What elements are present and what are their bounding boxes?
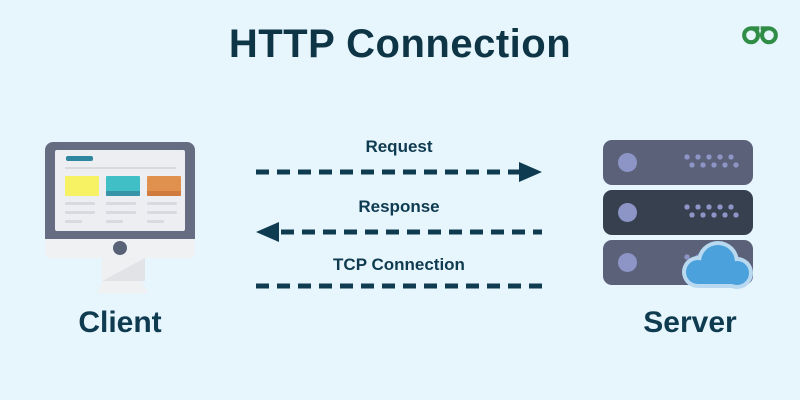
screen-text-line [147, 220, 164, 223]
server-vent-dots [684, 204, 739, 221]
screen-text-line [147, 211, 177, 214]
cloud-icon [682, 241, 753, 289]
screen-card-orange [147, 176, 181, 196]
geeksforgeeks-logo-icon [742, 26, 778, 45]
card-shadow-strip [147, 191, 181, 196]
server-led-circle [618, 153, 637, 172]
screen-text-line [106, 202, 136, 205]
screen-text-line [65, 211, 95, 214]
server-vent-dots [684, 154, 739, 171]
screen-divider [65, 167, 176, 169]
screen-text-line [147, 202, 177, 205]
server-label: Server [643, 306, 737, 339]
screen-card-teal [106, 176, 140, 196]
card-shadow-strip [106, 191, 140, 196]
monitor-camera-dot [113, 241, 127, 255]
screen-column [106, 176, 140, 223]
screen-text-line [65, 202, 95, 205]
flow-tcp-connection: TCP Connection [253, 254, 545, 291]
monitor-icon [45, 142, 195, 239]
server-led-circle [618, 203, 637, 222]
monitor-chin [45, 239, 195, 258]
screen-card-yellow [65, 176, 99, 196]
screen-text-line [106, 211, 136, 214]
screen-column [65, 176, 99, 223]
dashed-arrow-left-icon [256, 222, 542, 242]
flow-request-label: Request [365, 137, 433, 156]
server-unit-2 [603, 190, 753, 235]
screen-titlebar [66, 156, 93, 161]
dashed-arrow-right-icon [256, 162, 542, 182]
client-label: Client [78, 306, 162, 339]
flow-request: Request [253, 136, 545, 183]
monitor-stand-neck [102, 258, 145, 281]
screen-text-line [65, 220, 82, 223]
flow-response-label: Response [358, 197, 440, 216]
screen-column [147, 176, 181, 223]
screen-text-line [106, 220, 123, 223]
monitor-stand-base [97, 281, 148, 293]
monitor-screen [55, 150, 185, 231]
dashed-line-icon [256, 283, 542, 289]
flow-response: Response [253, 196, 545, 243]
flow-tcp-label: TCP Connection [333, 255, 465, 274]
page-title: HTTP Connection [228, 22, 572, 66]
server-unit-1 [603, 140, 753, 185]
server-led-circle [618, 253, 637, 272]
